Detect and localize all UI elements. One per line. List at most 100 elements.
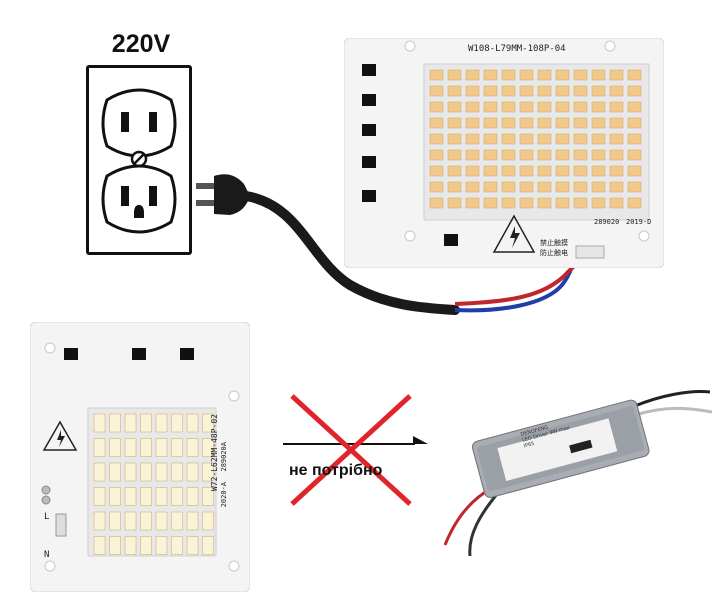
led-chip (537, 85, 552, 97)
led-chip (609, 181, 624, 193)
led-chip (186, 413, 199, 433)
led-chip (555, 197, 570, 209)
led-chip (93, 487, 106, 506)
bottom-driver-chips (64, 348, 194, 360)
warning-triangle-icon (492, 214, 536, 253)
led-chip (155, 462, 168, 482)
driver-output-wires (629, 390, 713, 418)
led-chip (124, 438, 137, 457)
led-chip (465, 117, 480, 129)
led-chip (555, 117, 570, 129)
led-chip (202, 438, 214, 457)
led-chip (609, 69, 624, 81)
led-chip (171, 462, 183, 482)
led-chip (465, 181, 480, 193)
led-chip (627, 197, 642, 209)
led-chip (186, 438, 199, 457)
led-chip (109, 438, 121, 457)
led-chip (519, 133, 534, 145)
led-chip (93, 536, 106, 555)
led-chip (109, 536, 121, 555)
top-driver-chips (362, 64, 458, 246)
led-chip (501, 101, 516, 113)
led-chip (573, 197, 588, 209)
outlet-faceplate-graphic (101, 88, 177, 234)
led-chip (555, 133, 570, 145)
led-chip (124, 536, 137, 555)
led-chip (537, 181, 552, 193)
led-chip (483, 101, 498, 113)
led-chip (483, 69, 498, 81)
led-chip (202, 536, 214, 555)
led-chip (627, 69, 642, 81)
led-chip (537, 197, 552, 209)
led-chip (573, 117, 588, 129)
led-chip (627, 165, 642, 177)
led-chip (109, 487, 121, 506)
led-chip (609, 165, 624, 177)
led-chip (155, 413, 168, 433)
led-chip (447, 181, 462, 193)
driver-case (471, 399, 650, 498)
led-chip (140, 511, 152, 531)
top-led-board: W108-L79MM-108P-04 289020 2019-D 禁止触摸 防止… (344, 38, 664, 268)
led-chip (429, 181, 444, 193)
top-led-array (429, 69, 642, 209)
bottom-board-graphic (30, 322, 250, 592)
led-chip (429, 133, 444, 145)
led-chip (627, 85, 642, 97)
led-chip (627, 133, 642, 145)
led-chip (519, 197, 534, 209)
led-chip (483, 117, 498, 129)
led-chip (429, 197, 444, 209)
led-chip (591, 133, 606, 145)
led-chip (155, 487, 168, 506)
top-board-code: 289020 (594, 218, 620, 226)
led-chip (483, 165, 498, 177)
led-chip (591, 165, 606, 177)
led-chip (483, 181, 498, 193)
led-chip (501, 69, 516, 81)
wall-outlet (86, 65, 192, 255)
led-chip (202, 462, 214, 482)
led-chip (171, 438, 183, 457)
driver-input-wires (443, 486, 499, 557)
led-chip (501, 149, 516, 161)
led-chip (447, 133, 462, 145)
led-chip (555, 85, 570, 97)
led-chip (573, 101, 588, 113)
led-chip (465, 101, 480, 113)
top-board-graphic (344, 38, 664, 268)
led-chip (465, 85, 480, 97)
bottom-led-board: W72-L62MM-48P-02 289020A 2020-A L N (30, 322, 250, 592)
led-chip (124, 487, 137, 506)
voltage-label: 220V (111, 30, 171, 58)
led-chip (202, 511, 214, 531)
led-chip (140, 438, 152, 457)
arrow-head-icon (413, 436, 428, 444)
led-chip (447, 69, 462, 81)
led-chip (609, 85, 624, 97)
led-chip (483, 85, 498, 97)
led-chip (537, 117, 552, 129)
led-chip (429, 117, 444, 129)
led-chip (555, 181, 570, 193)
led-chip (555, 101, 570, 113)
led-chip (591, 101, 606, 113)
led-chip (609, 133, 624, 145)
led-chip (519, 117, 534, 129)
led-chip (609, 149, 624, 161)
led-chip (109, 413, 121, 433)
led-chip (465, 149, 480, 161)
led-chip (171, 511, 183, 531)
led-chip (537, 149, 552, 161)
cross-line-2 (290, 394, 412, 506)
led-chip (465, 197, 480, 209)
led-chip (501, 85, 516, 97)
led-chip (171, 413, 183, 433)
led-chip (483, 197, 498, 209)
top-board-date: 2019-D (626, 218, 652, 226)
led-chip (555, 69, 570, 81)
led-chip (447, 165, 462, 177)
